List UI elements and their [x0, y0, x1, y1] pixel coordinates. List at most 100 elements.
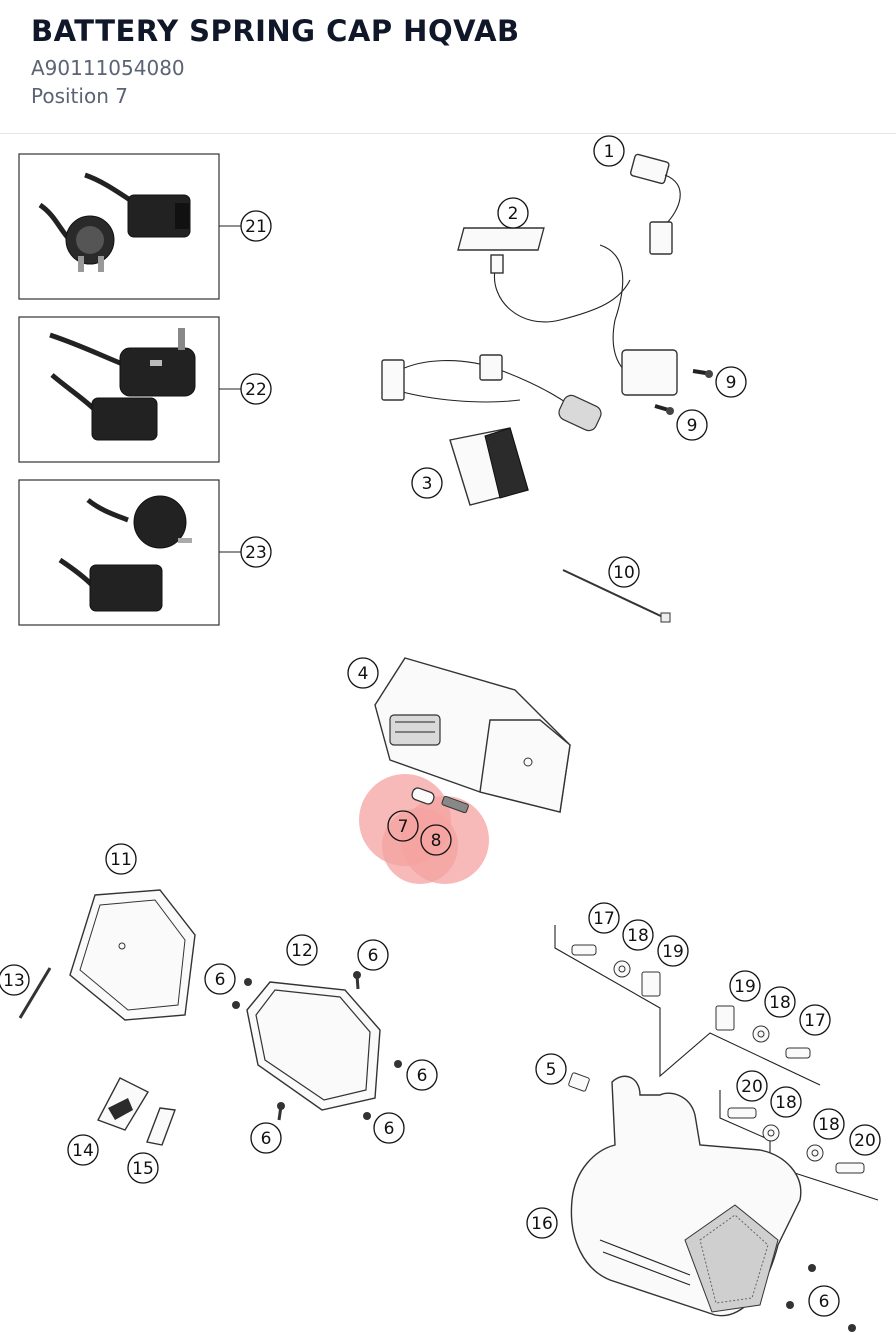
svg-text:17: 17: [593, 909, 615, 929]
callout-19a[interactable]: 19: [657, 935, 689, 967]
callout-5[interactable]: 5: [535, 1053, 567, 1085]
callout-18d[interactable]: 18: [813, 1108, 845, 1140]
svg-text:18: 18: [775, 1093, 797, 1113]
svg-text:4: 4: [358, 664, 369, 684]
washer-18b: [752, 1025, 770, 1043]
svg-text:19: 19: [662, 942, 684, 962]
svg-text:20: 20: [741, 1077, 763, 1097]
svg-text:6: 6: [368, 946, 379, 966]
rod[interactable]: [18, 967, 52, 1019]
svg-text:6: 6: [819, 1292, 830, 1312]
callout-10[interactable]: 10: [608, 556, 640, 588]
callout-3[interactable]: 3: [411, 467, 443, 499]
callout-15[interactable]: 15: [127, 1152, 159, 1184]
screw-9b: [654, 404, 674, 415]
svg-text:13: 13: [3, 971, 25, 991]
callout-8[interactable]: 8: [420, 824, 452, 856]
battery-pack[interactable]: [374, 657, 571, 813]
svg-text:19: 19: [734, 977, 756, 997]
battery-frame[interactable]: [246, 981, 381, 1111]
callout-11[interactable]: 11: [105, 843, 137, 875]
callout-22[interactable]: 22: [240, 373, 272, 405]
svg-text:23: 23: [245, 543, 267, 563]
callout-6b[interactable]: 6: [357, 939, 389, 971]
svg-text:2: 2: [508, 204, 519, 224]
connector-5[interactable]: [568, 1072, 590, 1092]
callout-21[interactable]: 21: [240, 210, 272, 242]
inset-22[interactable]: [18, 316, 241, 463]
callout-2[interactable]: 2: [497, 197, 529, 229]
callout-18a[interactable]: 18: [622, 919, 654, 951]
svg-text:16: 16: [531, 1214, 553, 1234]
callout-17b[interactable]: 17: [799, 1004, 831, 1036]
bolt-20a: [727, 1107, 757, 1119]
callout-19b[interactable]: 19: [729, 970, 761, 1002]
callout-9b[interactable]: 9: [676, 409, 708, 441]
callout-23[interactable]: 23: [240, 536, 272, 568]
svg-text:18: 18: [769, 993, 791, 1013]
callout-6e[interactable]: 6: [250, 1122, 282, 1154]
screw-6e: [277, 1102, 285, 1121]
svg-text:6: 6: [215, 970, 226, 990]
svg-text:1: 1: [604, 142, 615, 162]
callout-20b[interactable]: 20: [849, 1124, 881, 1156]
svg-text:3: 3: [422, 474, 433, 494]
cable-tie[interactable]: [562, 569, 671, 623]
screw-6b: [353, 971, 361, 990]
washer-18a: [613, 960, 631, 978]
svg-text:21: 21: [245, 217, 267, 237]
position-label: Position 7: [31, 84, 128, 108]
callout-16[interactable]: 16: [526, 1207, 558, 1239]
svg-text:6: 6: [384, 1119, 395, 1139]
svg-text:14: 14: [72, 1141, 94, 1161]
highlight-position-7-8: [359, 774, 489, 884]
callout-7[interactable]: 7: [387, 810, 419, 842]
callout-6d[interactable]: 6: [373, 1112, 405, 1144]
svg-text:6: 6: [417, 1066, 428, 1086]
inset-23[interactable]: [18, 479, 241, 626]
screw-6c: [394, 1060, 402, 1068]
screw-6a: [232, 978, 252, 1009]
bracket-14[interactable]: [97, 1077, 149, 1131]
callout-12[interactable]: 12: [286, 934, 318, 966]
wiring-harness[interactable]: [381, 153, 681, 506]
svg-text:7: 7: [398, 817, 409, 837]
callout-6f[interactable]: 6: [808, 1285, 840, 1317]
callout-17a[interactable]: 17: [588, 902, 620, 934]
svg-text:12: 12: [291, 941, 313, 961]
svg-text:10: 10: [613, 563, 635, 583]
svg-text:9: 9: [726, 373, 737, 393]
exploded-parts-diagram: 21 22 23: [0, 135, 896, 1335]
uk-power-cable-icon: [49, 328, 196, 441]
motor-housing[interactable]: [570, 1075, 802, 1317]
callout-6a[interactable]: 6: [204, 963, 236, 995]
callout-4[interactable]: 4: [347, 657, 379, 689]
svg-text:22: 22: [245, 380, 267, 400]
eu-power-cable-icon: [38, 172, 191, 272]
svg-text:18: 18: [627, 926, 649, 946]
svg-text:9: 9: [687, 416, 698, 436]
battery-cover[interactable]: [69, 889, 196, 1021]
callout-18c[interactable]: 18: [770, 1086, 802, 1118]
callout-18b[interactable]: 18: [764, 986, 796, 1018]
spring[interactable]: [441, 795, 469, 814]
callout-20a[interactable]: 20: [736, 1070, 768, 1102]
screw-9a: [692, 369, 713, 378]
clip-15[interactable]: [146, 1107, 176, 1146]
callout-9a[interactable]: 9: [715, 366, 747, 398]
svg-text:17: 17: [804, 1011, 826, 1031]
callout-6c[interactable]: 6: [406, 1059, 438, 1091]
svg-text:20: 20: [854, 1131, 876, 1151]
callout-1[interactable]: 1: [593, 135, 625, 167]
spring-cap[interactable]: [411, 787, 436, 806]
washer-18c: [762, 1124, 780, 1142]
page-header: BATTERY SPRING CAP HQVAB A90111054080 Po…: [0, 0, 896, 134]
inset-21[interactable]: [18, 153, 242, 300]
svg-text:6: 6: [261, 1129, 272, 1149]
svg-text:15: 15: [132, 1159, 154, 1179]
page-title: BATTERY SPRING CAP HQVAB: [31, 14, 520, 48]
callout-13[interactable]: 13: [0, 964, 30, 996]
bolt-20b: [835, 1162, 865, 1174]
svg-text:5: 5: [546, 1060, 557, 1080]
callout-14[interactable]: 14: [67, 1134, 99, 1166]
